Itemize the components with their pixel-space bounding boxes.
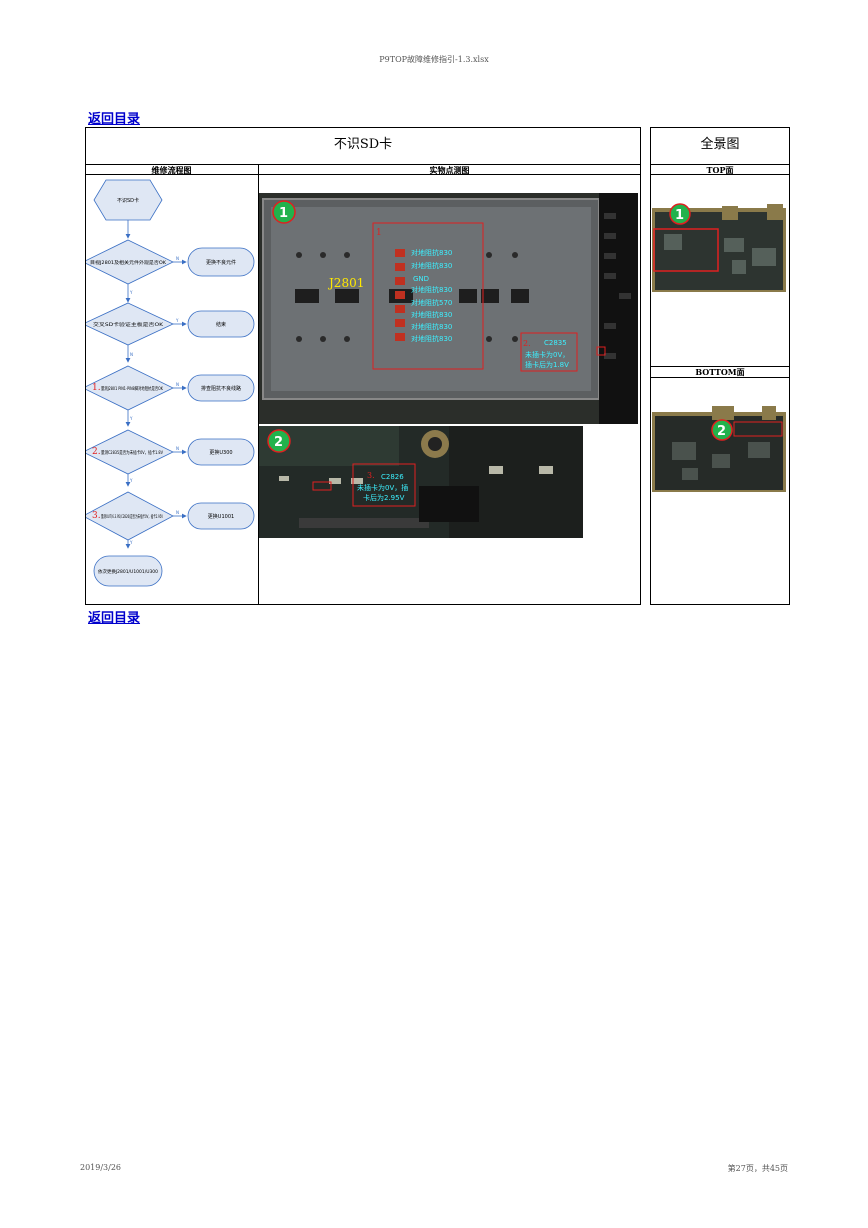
bottom-side-label: BOTTOM面 <box>695 367 745 377</box>
flow-action-4 <box>187 438 255 466</box>
c2826-photo: 2 3. C2826 未插卡为0V，插 卡后为2.95V <box>259 426 583 538</box>
flow-start-text: 不识SD卡 <box>117 197 139 204</box>
pin5-reading: 对地阻抗570 <box>411 298 452 307</box>
flow-action-1 <box>187 247 255 277</box>
overview-title: 全景图 <box>700 137 740 152</box>
bottom-board-image: 2 <box>652 406 786 492</box>
flow-column-label: 维修流程图 <box>151 165 192 175</box>
sd-slot-photo-graphic: 1 J2801 1 对地阻抗830 对地阻抗830 GND 对地阻抗830 对地… <box>259 193 638 424</box>
flow-end-text: 依次更换J2801/U1001/U300 <box>98 568 158 575</box>
footer-page: 第27页，共45页 <box>727 1164 788 1173</box>
top-side-label: TOP面 <box>706 165 734 175</box>
column-divider <box>258 175 259 604</box>
pin1-reading: 对地阻抗830 <box>411 248 452 257</box>
main-table <box>85 127 641 605</box>
pin7-reading: 对地阻抗830 <box>411 322 452 331</box>
flow-no-5: N <box>176 510 179 515</box>
flow-decision-4-text: 量测C2835是否为未插卡0V，插卡1.8V <box>101 449 164 456</box>
photo1-badge-text: 1 <box>279 206 288 221</box>
flow-decision-1-text: 目视J2801及相关元件外观是否OK <box>90 259 167 266</box>
flow-decision-5-text: 量测OUT(6.3.95(C2826)是否为未插卡0V，插卡2.95V <box>101 513 164 520</box>
flow-decision-3-text: 量测J2801 PIN1-PIN8脚对地阻抗是否OK <box>101 385 164 392</box>
chip-label-j2801: J2801 <box>327 276 364 290</box>
flow-column-header: 维修流程图 <box>85 164 259 175</box>
pin2-reading: 对地阻抗830 <box>411 261 452 270</box>
pin-box-number: 1 <box>376 228 382 238</box>
cap-c2835-name: C2835 <box>544 339 567 347</box>
footer-date: 2019/3/26 <box>80 1163 122 1172</box>
flow-action-5 <box>187 502 255 530</box>
flow-action-3 <box>187 374 255 402</box>
flow-step-2-number: 2. <box>92 447 101 457</box>
back-to-index-link-bottom[interactable]: 返回目录 <box>88 611 141 626</box>
cap-c2826-name: C2826 <box>381 473 404 481</box>
c2826-photo-graphic: 2 3. C2826 未插卡为0V，插 卡后为2.95V <box>259 426 583 538</box>
cap-c2826-number: 3. <box>367 471 375 480</box>
flow-decision-2-text: 交叉SD卡验证主板是否OK <box>93 321 164 328</box>
photo-column-header: 实物点测图 <box>258 164 641 175</box>
cap-c2826-line1: 未插卡为0V，插 <box>357 483 408 492</box>
flow-no-2: N <box>176 256 179 261</box>
flow-start-node <box>93 179 163 221</box>
pin4-reading: 对地阻抗830 <box>411 285 452 294</box>
flow-yes-1: Y <box>129 290 133 295</box>
flow-action-1-text: 更换不良元件 <box>206 259 236 266</box>
flow-decision-2 <box>86 302 174 346</box>
pin8-reading: 对地阻抗830 <box>411 334 452 343</box>
pin6-reading: 对地阻抗830 <box>411 310 452 319</box>
flow-yes-3: Y <box>129 478 133 483</box>
flow-yes-2: Y <box>129 416 133 421</box>
top-board-image: 1 <box>652 203 786 292</box>
photo2-badge-text: 2 <box>274 435 283 450</box>
flow-decision-3 <box>86 365 174 411</box>
top-side-header: TOP面 <box>650 164 790 175</box>
photo-column-label: 实物点测图 <box>429 165 470 175</box>
flow-step-3-number: 3. <box>92 511 101 521</box>
repair-flowchart: 不识SD卡 更换不良元件 结束 排查阻抗不良线路 更换U300 更换U1001 … <box>86 179 255 587</box>
flow-action-3-text: 排查阻抗不良线路 <box>201 385 241 392</box>
cap-c2826-line2: 卡后为2.95V <box>363 493 405 502</box>
bottom-board-badge: 2 <box>717 424 726 439</box>
flow-action-2-text: 结束 <box>216 321 226 328</box>
flow-decision-1 <box>86 239 174 285</box>
flow-yes-4: Y <box>129 540 133 545</box>
file-title: P9TOP故障维修指引-1.3.xlsx <box>379 55 489 64</box>
flow-action-2 <box>187 310 255 338</box>
pin3-reading: GND <box>413 275 429 283</box>
sd-slot-photo: 1 J2801 1 对地阻抗830 对地阻抗830 GND 对地阻抗830 对地… <box>259 193 638 424</box>
flow-decision-5 <box>86 491 174 541</box>
flow-no-3: N <box>176 382 179 387</box>
flow-yes-5: Y <box>175 318 179 323</box>
flow-end-node <box>93 555 163 587</box>
flow-step-1-number: 1. <box>92 383 101 393</box>
flow-action-4-text: 更换U300 <box>209 449 232 456</box>
cap-c2835-number: 2. <box>523 339 531 348</box>
bottom-side-header: BOTTOM面 <box>650 366 790 378</box>
back-to-index-link-top[interactable]: 返回目录 <box>88 112 141 127</box>
top-board-badge: 1 <box>675 208 684 223</box>
main-title: 不识SD卡 <box>333 137 393 152</box>
cap-c2835-line1: 未插卡为0V， <box>525 350 569 359</box>
flow-no-1: N <box>130 352 133 357</box>
flow-action-5-text: 更换U1001 <box>208 513 234 520</box>
flow-decision-4 <box>86 429 174 475</box>
cap-c2835-line2: 插卡后为1.8V <box>525 360 569 369</box>
flow-no-4: N <box>176 446 179 451</box>
